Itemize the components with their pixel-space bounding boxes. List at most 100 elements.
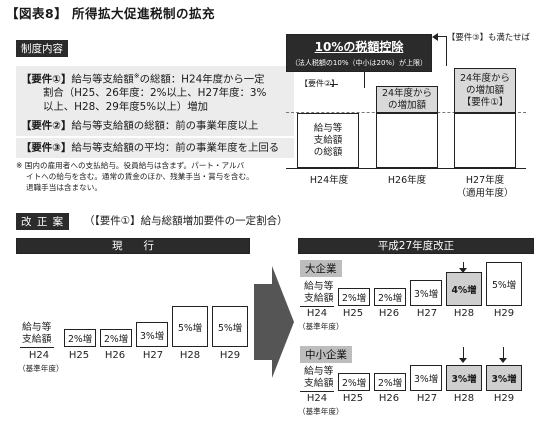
- sme-row-label-2: 支給額: [304, 378, 334, 389]
- req2-tag: 【要件②】: [300, 79, 340, 88]
- base-box-line3: の総額: [313, 146, 343, 158]
- large-year-h28: H28: [453, 308, 475, 319]
- footnote: ※ 国内の雇用者への支払給与。役員給与は含まず。パート・アルバ イトへの給与を含…: [16, 160, 296, 193]
- note-mark: ※: [16, 161, 23, 170]
- large-base-note: （基準年度）: [298, 322, 344, 331]
- year-h27: H27年度: [465, 175, 505, 186]
- tax-credit-title: 10%の税額控除: [314, 40, 404, 54]
- sme-step-h27: 3%増: [410, 365, 442, 391]
- sme-row-label-1: 給与等: [304, 366, 334, 377]
- large-down-arrow-line: [463, 262, 464, 272]
- large-year-h29: H29: [493, 308, 515, 319]
- sme-step-h29: 3%増: [486, 365, 522, 391]
- transition-arrow-icon: [254, 266, 294, 378]
- sme-h28-arrow-line: [463, 347, 464, 362]
- requirement-2-box: 【要件②】給与等支給額の総額：前の事業年度以上: [16, 116, 294, 136]
- h26-base-box: [376, 113, 438, 168]
- current-base-line: [20, 347, 54, 348]
- sme-base-note: （基準年度）: [298, 407, 344, 416]
- current-step-h28: 5%増: [172, 306, 208, 347]
- req1-text: 給与等支給額: [71, 73, 134, 86]
- req3-label: 【要件③】: [21, 142, 72, 154]
- h27-box-line2: の増加額: [465, 84, 504, 96]
- note-line1: 国内の雇用者への支払給与。役員給与は含まず。パート・アルバ: [24, 161, 245, 170]
- h27-box-line1: 24年度から: [459, 72, 511, 84]
- sme-year-h28: H28: [453, 393, 475, 404]
- sme-year-h24: H24: [306, 393, 328, 404]
- req1-sup: ※: [133, 72, 140, 80]
- large-year-h27: H27: [416, 308, 438, 319]
- sme-step-h25: 2%増: [338, 373, 370, 391]
- tax-credit-sub: （法人税額の10%（中小は20%）が上限）: [290, 59, 428, 67]
- large-step-h26: 2%増: [374, 288, 406, 306]
- revision-tag: 改 正 案: [16, 213, 70, 230]
- req2-tick: [330, 84, 338, 85]
- large-step-h25: 2%増: [338, 288, 370, 306]
- current-year-h24: H24: [28, 350, 50, 361]
- current-row-label-2: 支給額: [22, 334, 52, 345]
- req3-text: 給与等支給額の平均：前の事業年度を上回る: [71, 142, 280, 154]
- h27-box-line3: 【要件①】: [461, 96, 509, 108]
- system-content-tag: 制度内容: [16, 40, 68, 57]
- base-box-line1: 給与等: [313, 122, 343, 134]
- revision-subtitle: （【要件①】給与総額増加要件の一定割合）: [84, 215, 288, 227]
- current-step-h26: 2%増: [100, 329, 132, 347]
- sme-base-line: [300, 391, 334, 392]
- req3-vertical-line: [446, 36, 447, 66]
- note-line2: イトへの給与を含む。通常の賃金のほか、残業手当・賞与を含む。: [26, 172, 254, 181]
- base-box-line2: 支給額: [313, 134, 343, 146]
- h27-increase-box: 24年度から の増加額 【要件①】: [454, 68, 516, 113]
- large-step-h27: 3%増: [410, 280, 442, 306]
- sme-year-h27: H27: [416, 393, 438, 404]
- current-step-h27: 3%増: [136, 322, 168, 347]
- sme-row-label: 給与等 支給額: [304, 366, 333, 390]
- year-h24: H24年度: [309, 175, 349, 186]
- current-year-h27: H27: [142, 350, 164, 361]
- req1-line2: 割合（H25、26年度：2%以上、H27年度：3%: [43, 87, 267, 100]
- current-row-label: 給与等 支給額: [22, 322, 51, 346]
- h26-box-line1: 24年度から: [381, 87, 433, 99]
- req3-note: 【要件③】も満たせば: [447, 32, 530, 42]
- large-year-h26: H26: [378, 308, 400, 319]
- large-row-label-1: 給与等: [304, 281, 334, 292]
- req2-label: 【要件②】: [21, 120, 72, 132]
- current-year-h26: H26: [104, 350, 126, 361]
- large-step-h29: 5%増: [486, 262, 522, 306]
- sme-year-h25: H25: [342, 393, 364, 404]
- sme-step-h28: 3%増: [446, 365, 482, 391]
- req1-label: 【要件①】: [21, 73, 72, 86]
- diagram1-baseline: [286, 168, 526, 169]
- revised-header: 平成27年度改正: [298, 238, 534, 254]
- h26-box-line2: の増加額: [387, 99, 426, 111]
- large-year-h25: H25: [342, 308, 364, 319]
- current-step-h29: 5%増: [212, 306, 248, 347]
- sme-tag: 中小企業: [300, 346, 352, 363]
- requirement-1-box: 【要件①】給与等支給額※の総額：H24年度から一定 割合（H25、26年度：2%…: [16, 66, 294, 118]
- req1-line3: 以上、H28、29年度5%以上）増加: [43, 101, 209, 114]
- h26-increase-box: 24年度から の増加額: [376, 86, 438, 113]
- large-enterprise-tag: 大企業: [300, 260, 342, 277]
- large-row-label: 給与等 支給額: [304, 281, 333, 305]
- req2-text: 給与等支給額の総額：前の事業年度以上: [71, 120, 259, 132]
- current-step-h25: 2%増: [64, 329, 96, 347]
- page-title: 【図表8】 所得拡大促進税制の拡充: [6, 6, 216, 21]
- large-year-h24: H24: [306, 308, 328, 319]
- arrow-down-icon: [459, 358, 467, 363]
- current-row-label-1: 給与等: [22, 322, 52, 333]
- large-row-label-2: 支給額: [304, 293, 334, 304]
- base-salary-box: 給与等 支給額 の総額: [297, 113, 359, 168]
- req1-rest: の総額：H24年度から一定: [139, 73, 265, 86]
- note-line3: 退職手当は含まない。: [26, 183, 102, 192]
- sme-h29-arrow-line: [503, 347, 504, 362]
- year-h26: H26年度: [387, 175, 427, 186]
- sme-year-h29: H29: [493, 393, 515, 404]
- h27-base-box: [454, 113, 516, 168]
- sme-year-h26: H26: [378, 393, 400, 404]
- arrow-down-icon: [499, 358, 507, 363]
- current-base-note: （基準年度）: [18, 364, 64, 373]
- large-step-h28: 4%増: [446, 272, 482, 306]
- arrow-down-icon: [459, 268, 467, 273]
- year-h27-sub: （適用年度）: [456, 188, 514, 199]
- current-year-h29: H29: [219, 350, 241, 361]
- credit-arrow-line: [364, 72, 365, 88]
